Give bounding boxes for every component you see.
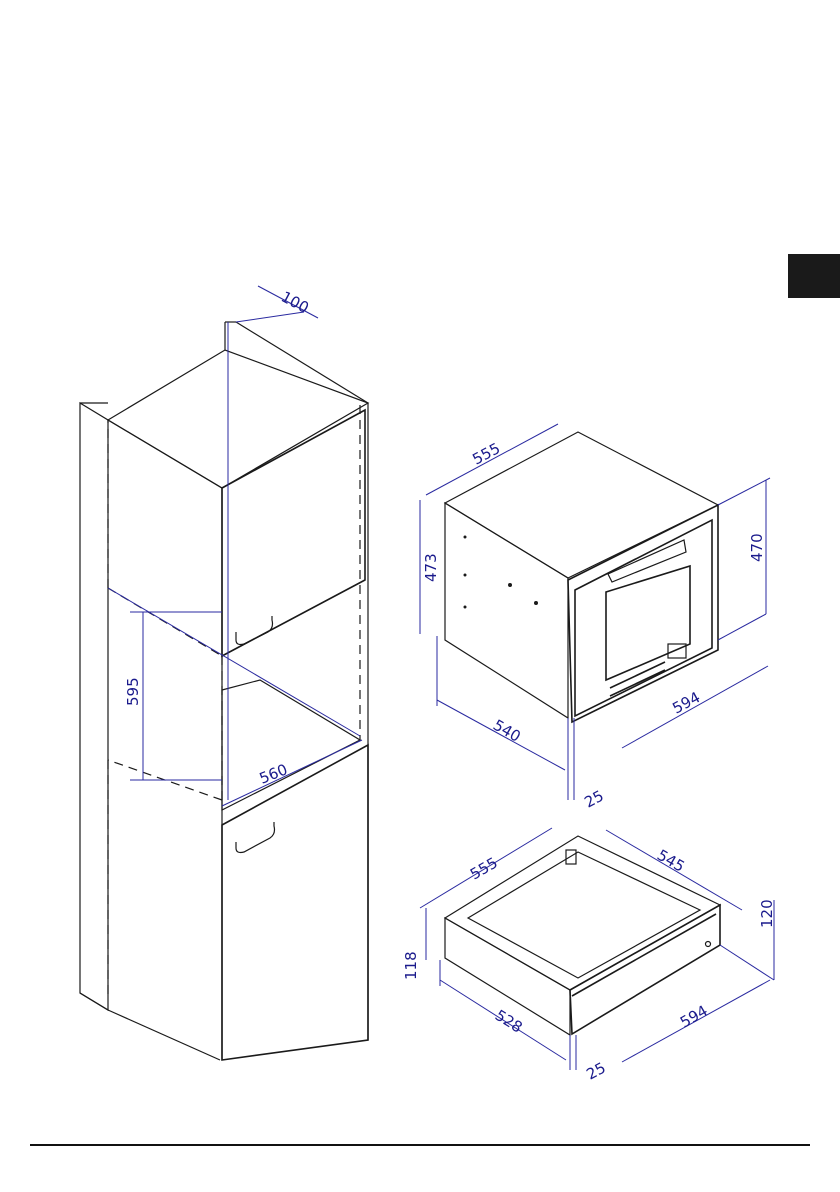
- lower-door: [222, 745, 368, 1060]
- built-in-oven: 555 473 470 594 540 25: [420, 424, 770, 812]
- oven-side: [445, 503, 568, 718]
- dim-oven-594: 594: [669, 688, 703, 717]
- dim-oven-555: 555: [469, 439, 503, 468]
- cabinet-top: [108, 350, 368, 488]
- dim-drawer-25: 25: [583, 1059, 608, 1084]
- dim-595: 595: [124, 677, 142, 706]
- dim-560: 560: [257, 760, 290, 787]
- dim-drawer-528: 528: [492, 1006, 526, 1036]
- footer-rule: [30, 1144, 810, 1146]
- lower-door-handle: [236, 822, 275, 853]
- drawer-knob: [706, 942, 711, 947]
- dim-oven-540: 540: [490, 716, 524, 746]
- dim-oven-25: 25: [581, 787, 606, 812]
- oven-handle: [608, 540, 686, 582]
- dim-drawer-118: 118: [402, 951, 420, 980]
- dim-oven-473: 473: [422, 553, 440, 582]
- oven-front: [568, 505, 718, 722]
- dim-drawer-120: 120: [758, 899, 776, 928]
- dim-drawer-555: 555: [467, 854, 501, 884]
- dim-drawer-594: 594: [677, 1002, 711, 1032]
- dim-drawer-545: 545: [654, 846, 688, 876]
- oven-window: [606, 566, 690, 680]
- warming-drawer: 555 545 120 118 594 528 25: [402, 828, 776, 1084]
- upper-door-handle: [236, 616, 273, 645]
- tall-cabinet: 100 595 560: [80, 286, 368, 1060]
- dim-oven-470: 470: [748, 533, 766, 562]
